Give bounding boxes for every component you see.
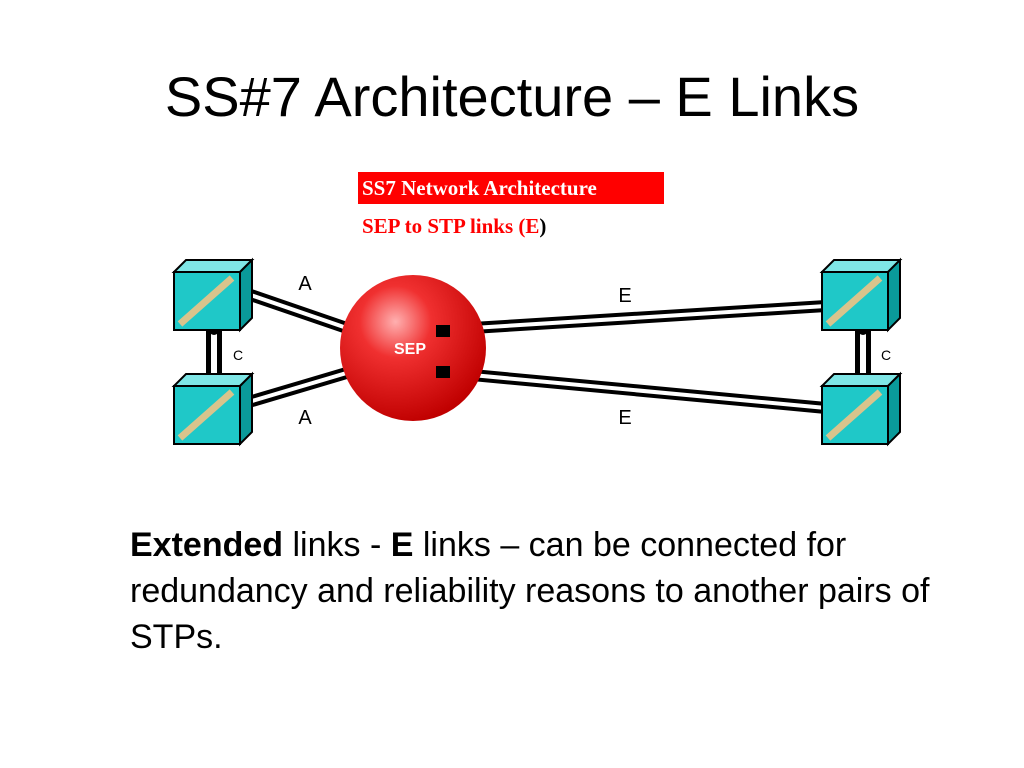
stp-cube-icon [822,260,900,330]
sep-sphere-icon [340,275,486,421]
lower-e-link [439,366,827,414]
upper-e-link [439,300,827,336]
stp-cube-icon [822,374,900,444]
diagram-subheading: SEP to STP links (E) [362,212,546,240]
body-letter: E [390,526,414,564]
sep-upper-port [436,325,450,337]
diagram-subheading-close: ) [539,214,547,238]
diagram-heading: SS7 Network Architecture [362,176,597,200]
body-text-part-1: links - [283,526,391,564]
sep-lower-port [436,366,450,378]
body-text-part-2: links – can be connected for redundancy … [130,526,930,656]
link-label-c-left: C [233,347,243,363]
sep-label: SEP [394,341,426,358]
body-term: Extended [130,526,284,564]
link-label-e-lower: E [618,407,631,429]
link-label-c-right: C [881,347,891,363]
stp-cube-icon [174,260,252,330]
diagram-heading-background [358,172,664,204]
stp-cube-icon [174,374,252,444]
link-label-a-lower: A [298,407,312,429]
link-label-e-upper: E [618,285,631,307]
ss7-network-diagram: SEP A A C E E C [0,0,1024,520]
diagram-subheading-label: SEP to STP links (E [362,214,540,238]
slide-title: SS#7 Architecture – E Links [164,65,860,128]
link-label-a-upper: A [298,273,312,295]
body-paragraph: Extended links - E links – can be connec… [130,522,930,660]
